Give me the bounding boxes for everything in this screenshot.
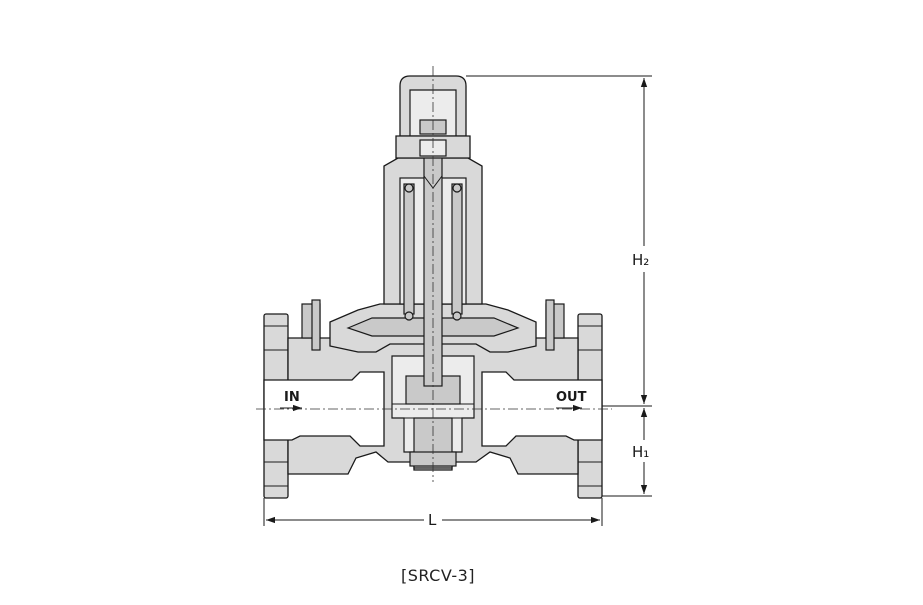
- dimension-length: L: [263, 498, 603, 529]
- adjusting-cap: [395, 75, 471, 159]
- stem: [423, 129, 443, 387]
- height-lower-label: H₁: [632, 443, 649, 461]
- length-label: L: [428, 511, 437, 529]
- dimension-heights: H₂ H₁: [466, 75, 652, 497]
- right-stud: [545, 299, 555, 351]
- height-upper-label: H₂: [632, 251, 649, 269]
- left-stud: [311, 299, 321, 351]
- model-caption: [SRCV-3]: [400, 566, 476, 585]
- outlet-passage: [481, 371, 603, 447]
- spring-left: [403, 183, 415, 315]
- spring-right: [451, 183, 463, 315]
- outlet-label: OUT: [556, 390, 587, 405]
- inlet-label: IN: [284, 390, 300, 405]
